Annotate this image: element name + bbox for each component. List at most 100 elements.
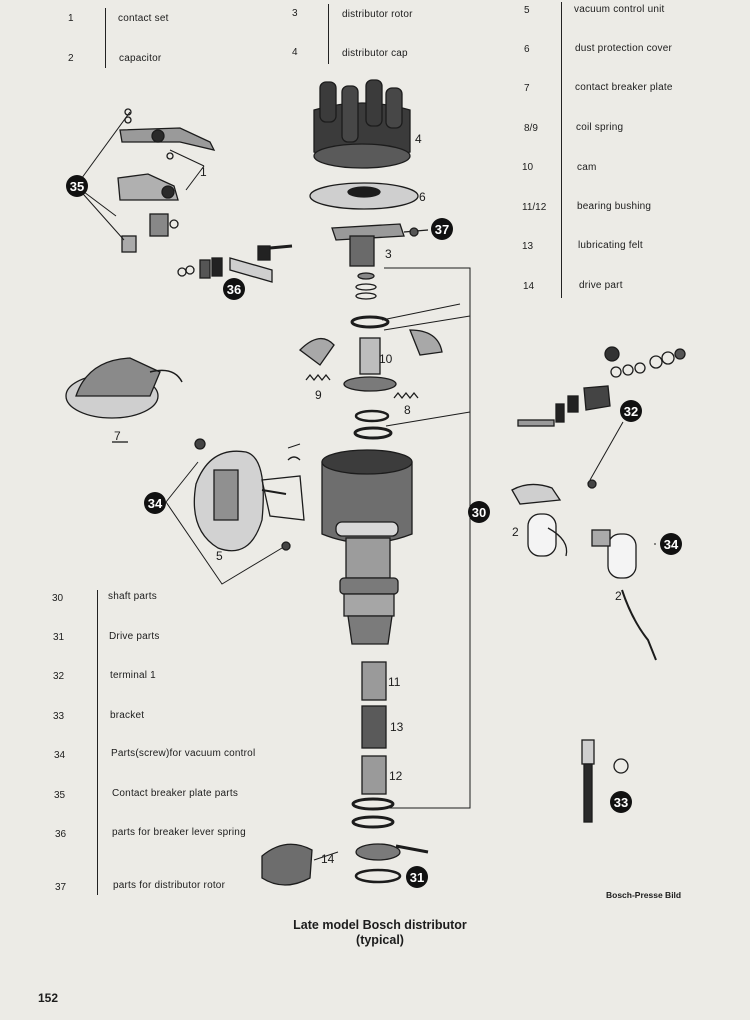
legend-label: lubricating felt [578, 240, 643, 251]
legend-label: capacitor [119, 53, 162, 64]
legend-label: bracket [110, 710, 145, 721]
figure-caption: Late model Bosch distributor (typical) [0, 918, 750, 948]
badge-number: 31 [410, 870, 424, 885]
caption-line-2: (typical) [356, 933, 404, 947]
legend-label: Drive parts [109, 631, 160, 642]
badge-number: 30 [472, 505, 486, 520]
callout-number: 4 [415, 132, 422, 146]
contact-set [117, 108, 216, 253]
badge-circle [431, 218, 453, 240]
legend-label: shaft parts [108, 591, 157, 602]
legend-number: 11/12 [522, 202, 547, 213]
legend-number: 3 [292, 8, 298, 19]
washer [351, 815, 395, 829]
bracket-part [581, 739, 629, 823]
callout-number: 8 [404, 403, 411, 417]
callout-number: 2 [512, 525, 519, 539]
legend-number: 14 [523, 281, 535, 292]
caption-line-1: Late model Bosch distributor [293, 918, 467, 932]
badge-number: 32 [624, 404, 638, 419]
legend-number: 32 [53, 671, 65, 682]
legend-number: 30 [52, 593, 64, 604]
legend-label: Parts(screw)for vacuum control [111, 748, 256, 759]
dust-protection-cover [309, 182, 419, 210]
group-badges: 35 36 37 32 34 30 34 33 31 [66, 175, 682, 888]
legend-label: distributor rotor [342, 9, 413, 20]
callout-number: 14 [321, 852, 335, 866]
badge-circle [406, 866, 428, 888]
legend-label: Contact breaker plate parts [112, 788, 239, 799]
legend-label: vacuum control unit [574, 4, 665, 15]
legend-number: 36 [55, 829, 67, 840]
callout-number: 6 [419, 190, 426, 204]
legend-label: drive part [579, 280, 623, 291]
page-number: 152 [38, 991, 59, 1005]
capacitor-left [511, 483, 568, 557]
legend-label: cam [577, 162, 597, 173]
legend-number: 37 [55, 882, 67, 893]
cam-assembly [299, 329, 443, 392]
callout-number: 13 [390, 720, 404, 734]
callout-number: 12 [389, 769, 403, 783]
legend-divider [105, 8, 106, 68]
capacitor-right [587, 479, 657, 661]
contact-breaker-plate [65, 357, 183, 443]
callout-number: 2 [615, 589, 622, 603]
legend-label: parts for breaker lever spring [112, 827, 246, 838]
callout-number: 10 [379, 352, 393, 366]
legend-number: 34 [54, 750, 66, 761]
callout-number: 5 [216, 549, 223, 563]
legend-divider [328, 4, 329, 64]
legend-number: 5 [524, 5, 530, 16]
legend-divider [97, 590, 98, 895]
distributor-rotor [331, 223, 405, 267]
rotor-screw [403, 227, 429, 237]
legend-number: 33 [53, 711, 65, 722]
thrust-washer [354, 409, 390, 423]
washer-stack [350, 272, 390, 329]
badge-number: 37 [435, 222, 449, 237]
badge-circle [223, 278, 245, 300]
badge-circle [620, 400, 642, 422]
breaker-spring-parts [177, 244, 293, 283]
legend-number: 13 [522, 241, 534, 252]
legend-label: parts for distributor rotor [113, 880, 226, 891]
thrust-washer [353, 426, 393, 440]
legend-number: 35 [54, 790, 66, 801]
legend-number: 6 [524, 44, 530, 55]
legend-number: 1 [68, 13, 74, 24]
legend-divider [561, 2, 562, 298]
drive-part [261, 843, 429, 886]
bearing-bushing-12 [361, 755, 387, 795]
badge-number: 34 [148, 496, 163, 511]
legend-label: terminal 1 [110, 670, 156, 681]
vacuum-control-unit [193, 438, 305, 552]
callout-number: 1 [200, 165, 207, 179]
coil-spring-8 [393, 391, 419, 400]
lubricating-felt [361, 705, 387, 749]
legend-number: 7 [524, 83, 530, 94]
distributor-housing [321, 449, 413, 645]
callout-number: 7 [114, 429, 121, 443]
terminal-parts [517, 346, 686, 427]
badge-circle [660, 533, 682, 555]
legend-label: coil spring [576, 122, 624, 133]
badge-number: 33 [614, 795, 628, 810]
washer [351, 797, 395, 811]
callout-number: 3 [385, 247, 392, 261]
legend-label: dust protection cover [575, 43, 673, 54]
badge-number: 34 [664, 537, 679, 552]
legend-number: 8/9 [524, 123, 538, 134]
badge-circle [144, 492, 166, 514]
legend-number: 2 [68, 53, 74, 64]
coil-spring-9 [305, 373, 331, 382]
photo-credit: Bosch-Presse Bild [606, 890, 682, 900]
legend-number: 10 [522, 162, 534, 173]
legend-label: distributor cap [342, 48, 408, 59]
legend-label: contact breaker plate [575, 82, 673, 93]
badge-circle [468, 501, 490, 523]
legend-number: 4 [292, 47, 298, 58]
badge-circle [66, 175, 88, 197]
callout-number: 11 [388, 675, 401, 689]
callout-number: 9 [315, 388, 322, 402]
